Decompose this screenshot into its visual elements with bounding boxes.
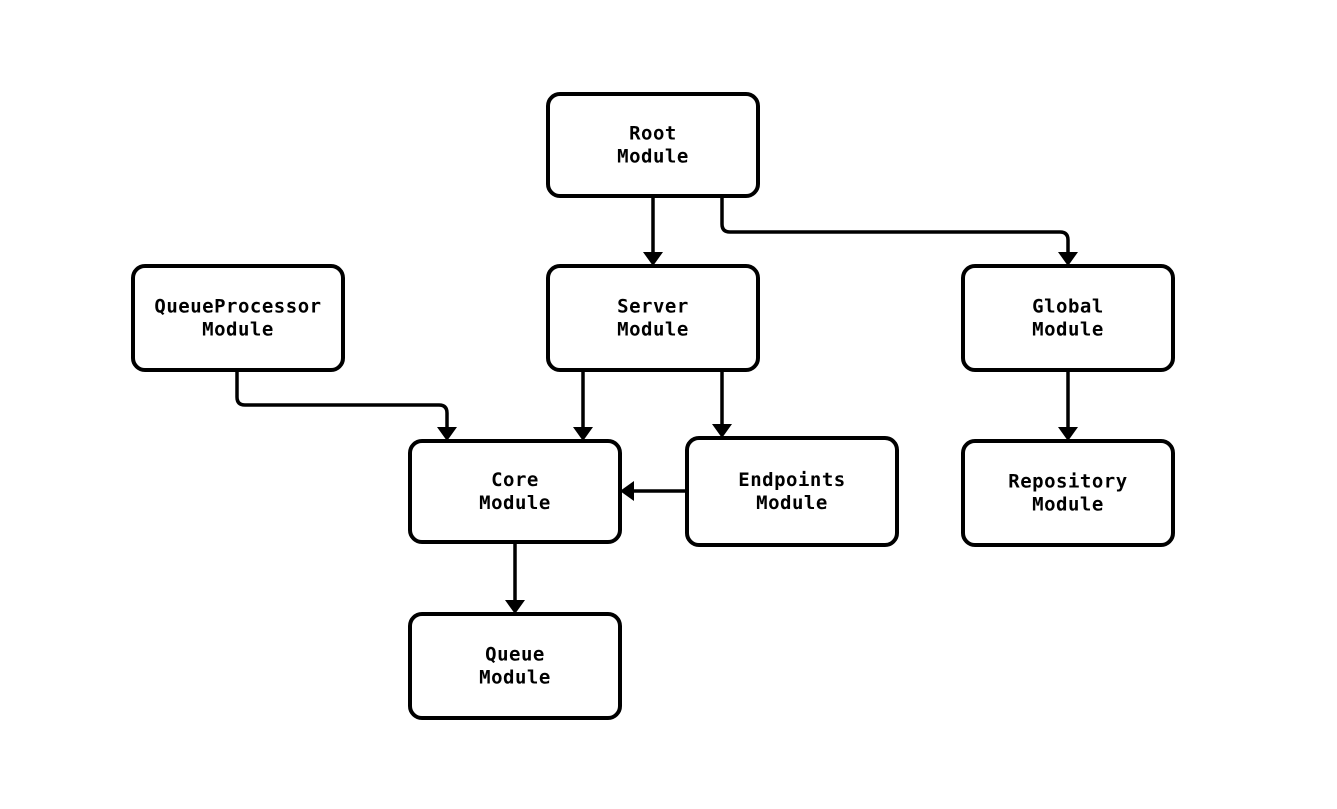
global-module-node-label-line2: Module: [1032, 319, 1104, 341]
root-module-node-label-line2: Module: [617, 146, 689, 168]
repository-module-node-label-line2: Module: [1032, 494, 1104, 516]
endpoints-module-node-label-line1: Endpoints: [738, 469, 845, 491]
queue-module-node-label-line1: Queue: [485, 644, 545, 666]
edges-layer: [235, 196, 1078, 614]
edge-endpoints-to-core: [620, 481, 687, 501]
repository-module-node-shape[interactable]: [961, 439, 1175, 547]
edge-endpoints-to-core-arrowhead-icon: [620, 481, 634, 501]
edge-queueprocessor-to-core-arrowhead-icon: [437, 427, 457, 441]
edge-global-to-repository-arrowhead-icon: [1058, 427, 1078, 441]
edge-server-to-endpoints-arrowhead-icon: [712, 424, 732, 438]
core-module-node-shape[interactable]: [408, 439, 622, 544]
edge-root-to-global-arrowhead-icon: [1058, 252, 1078, 266]
edge-root-to-global: [720, 196, 1078, 266]
queueprocessor-module-node-label-line1: QueueProcessor: [154, 296, 321, 318]
root-module-node-shape[interactable]: [546, 92, 760, 198]
edge-global-to-repository: [1058, 370, 1078, 441]
endpoints-module-node-label-line2: Module: [756, 492, 828, 514]
edge-server-to-endpoints: [712, 370, 732, 438]
nodes-layer: RootModuleQueueProcessorModuleServerModu…: [131, 92, 1175, 720]
edge-queueprocessor-to-core: [235, 370, 457, 441]
queue-module-node-shape[interactable]: [408, 612, 622, 720]
global-module-node-shape[interactable]: [961, 264, 1175, 372]
edge-server-to-core-arrowhead-icon: [573, 427, 593, 441]
edge-core-to-queue-arrowhead-icon: [505, 600, 525, 614]
core-module-node-label-line2: Module: [479, 492, 551, 514]
server-module-node-label-line2: Module: [617, 319, 689, 341]
server-module-node-label-line1: Server: [617, 296, 689, 318]
edge-root-to-server: [643, 196, 663, 266]
endpoints-module-node-shape[interactable]: [685, 436, 899, 547]
root-module-node-label-line1: Root: [629, 123, 677, 145]
global-module-node-label-line1: Global: [1032, 296, 1104, 318]
edge-root-to-server-arrowhead-icon: [643, 252, 663, 266]
edge-server-to-core: [573, 370, 593, 441]
repository-module-node-label-line1: Repository: [1008, 471, 1127, 493]
edge-queueprocessor-to-core-line: [235, 370, 449, 433]
edge-core-to-queue: [505, 542, 525, 614]
server-module-node-shape[interactable]: [546, 264, 760, 372]
queue-module-node-label-line2: Module: [479, 667, 551, 689]
core-module-node-label-line1: Core: [491, 469, 539, 491]
queueprocessor-module-node-label-line2: Module: [202, 319, 274, 341]
edge-root-to-global-line: [720, 196, 1070, 258]
queueprocessor-module-node-shape[interactable]: [131, 264, 345, 372]
